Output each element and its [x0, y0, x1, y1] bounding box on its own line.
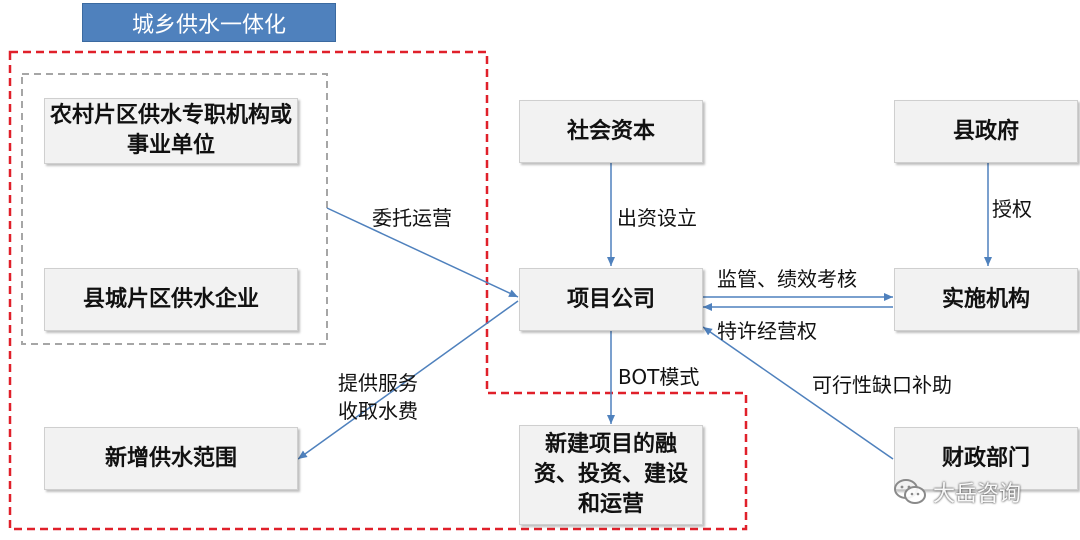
label-authorization: 授权 [992, 197, 1032, 221]
node-social-capital: 社会资本 [519, 100, 703, 163]
label-entrusted-operation: 委托运营 [372, 206, 452, 230]
node-implementing-agency: 实施机构 [894, 268, 1078, 331]
watermark-text: 大岳咨询 [933, 482, 1022, 507]
label-viability-gap: 可行性缺口补助 [812, 373, 952, 397]
diagram-title: 城乡供水一体化 [82, 3, 336, 42]
watermark: 大岳咨询 [893, 476, 1021, 508]
wechat-icon [894, 479, 926, 504]
label-service-line2: 收取水费 [338, 399, 418, 423]
arrow-entrusted-operation [326, 207, 519, 298]
node-county-government: 县政府 [894, 100, 1078, 163]
node-county-enterprise: 县城片区供水企业 [44, 268, 298, 331]
node-new-project: 新建项目的融资、投资、建设和运营 [519, 425, 703, 525]
arrow-service [297, 300, 519, 460]
node-finance-department: 财政部门 [894, 427, 1078, 490]
label-supervision: 监管、绩效考核 [717, 267, 857, 291]
node-new-supply-area: 新增供水范围 [44, 427, 298, 490]
arrow-viability-gap [702, 326, 894, 460]
label-franchise: 特许经营权 [717, 319, 817, 343]
label-capital-setup: 出资设立 [617, 206, 697, 230]
label-service-line1: 提供服务 [338, 371, 418, 395]
existing-operators-group [21, 73, 328, 345]
node-project-company: 项目公司 [519, 268, 703, 331]
label-bot: BOT模式 [618, 365, 700, 389]
node-rural-unit: 农村片区供水专职机构或事业单位 [44, 98, 298, 164]
